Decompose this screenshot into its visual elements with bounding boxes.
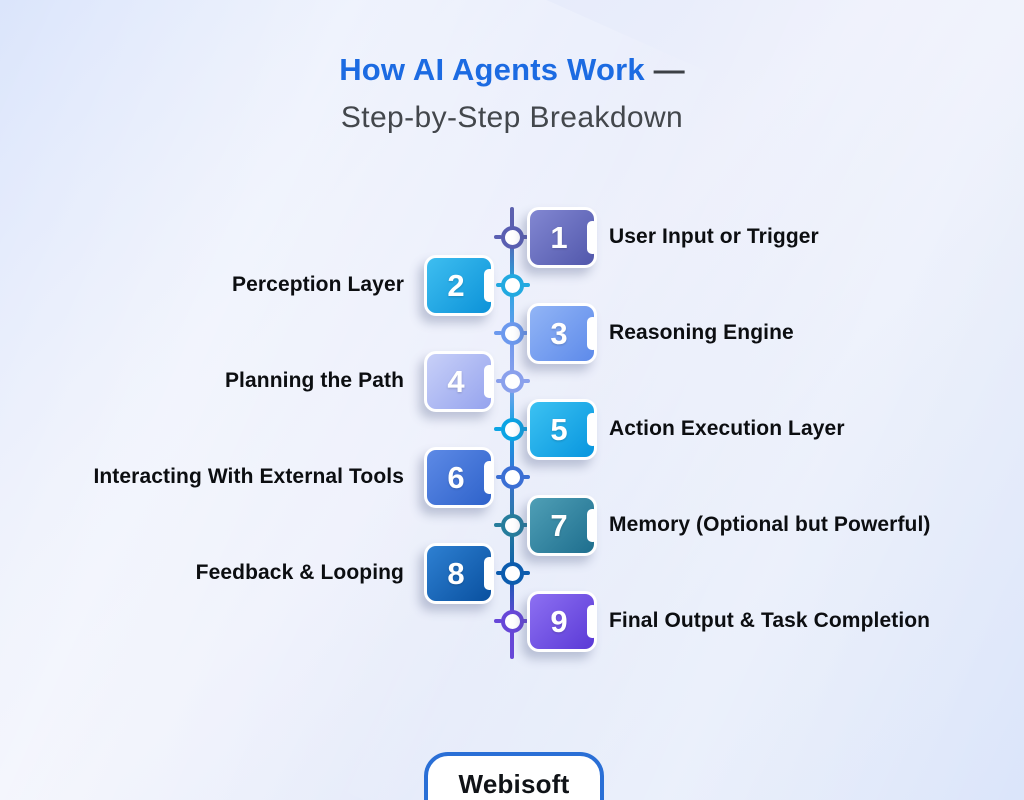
step-box: 3	[527, 303, 597, 364]
step-number: 6	[447, 460, 465, 495]
timeline-dot	[501, 562, 524, 585]
step-connector-nub	[494, 427, 502, 431]
bracket-notch	[484, 269, 492, 302]
step-box: 1	[527, 207, 597, 268]
step-number: 9	[550, 604, 568, 639]
step-label: Memory (Optional but Powerful)	[609, 513, 931, 536]
step-connector-nub	[494, 235, 502, 239]
brand-badge: Webisoft	[424, 752, 604, 800]
step-box-face: 5	[530, 402, 595, 457]
timeline-dot	[501, 418, 524, 441]
bracket-notch	[484, 365, 492, 398]
step-box-face: 3	[530, 306, 595, 361]
bracket-notch	[587, 317, 595, 350]
step-box: 6	[424, 447, 494, 508]
timeline-dot	[501, 274, 524, 297]
step-label: User Input or Trigger	[609, 225, 819, 248]
title-highlight: How AI Agents Work	[339, 52, 645, 87]
step-label: Reasoning Engine	[609, 321, 794, 344]
bracket-notch	[587, 509, 595, 542]
step-box: 7	[527, 495, 597, 556]
step-connector-nub	[522, 283, 530, 287]
step-box: 8	[424, 543, 494, 604]
step-number: 2	[447, 268, 465, 303]
step-box-face: 1	[530, 210, 595, 265]
step-box: 4	[424, 351, 494, 412]
bracket-notch	[587, 605, 595, 638]
step-number: 7	[550, 508, 568, 543]
page-title: How AI Agents Work — Step-by-Step Breakd…	[0, 46, 1024, 142]
bracket-notch	[484, 557, 492, 590]
step-number: 5	[550, 412, 568, 447]
title-subtitle: Step-by-Step Breakdown	[340, 101, 684, 134]
step-connector-nub	[494, 331, 502, 335]
step-box-face: 8	[427, 546, 492, 601]
step-label: Interacting With External Tools	[93, 465, 404, 488]
step-connector-nub	[494, 523, 502, 527]
timeline-dot	[501, 322, 524, 345]
step-number: 3	[550, 316, 568, 351]
step-connector-nub	[522, 379, 530, 383]
step-number: 1	[550, 220, 568, 255]
timeline-dot	[501, 466, 524, 489]
step-box-face: 7	[530, 498, 595, 553]
timeline-dot	[501, 514, 524, 537]
step-number: 8	[447, 556, 465, 591]
step-box-face: 9	[530, 594, 595, 649]
step-label: Perception Layer	[232, 273, 404, 296]
bracket-notch	[587, 221, 595, 254]
timeline-dot	[501, 370, 524, 393]
title-line-1: How AI Agents Work —	[0, 46, 1024, 94]
step-box-face: 2	[427, 258, 492, 313]
step-box-face: 4	[427, 354, 492, 409]
bracket-notch	[587, 413, 595, 446]
step-box: 2	[424, 255, 494, 316]
timeline-dot	[501, 226, 524, 249]
brand-name: Webisoft	[458, 769, 570, 799]
title-dash: —	[644, 52, 685, 87]
step-label: Action Execution Layer	[609, 417, 845, 440]
bracket-notch	[484, 461, 492, 494]
step-label: Feedback & Looping	[195, 561, 404, 584]
step-number: 4	[447, 364, 465, 399]
step-box: 5	[527, 399, 597, 460]
timeline-dot	[501, 610, 524, 633]
step-box: 9	[527, 591, 597, 652]
step-label: Planning the Path	[224, 369, 404, 392]
step-label: Final Output & Task Completion	[609, 609, 931, 632]
step-connector-nub	[522, 475, 530, 479]
step-connector-nub	[522, 571, 530, 575]
step-connector-nub	[494, 619, 502, 623]
step-box-face: 6	[427, 450, 492, 505]
